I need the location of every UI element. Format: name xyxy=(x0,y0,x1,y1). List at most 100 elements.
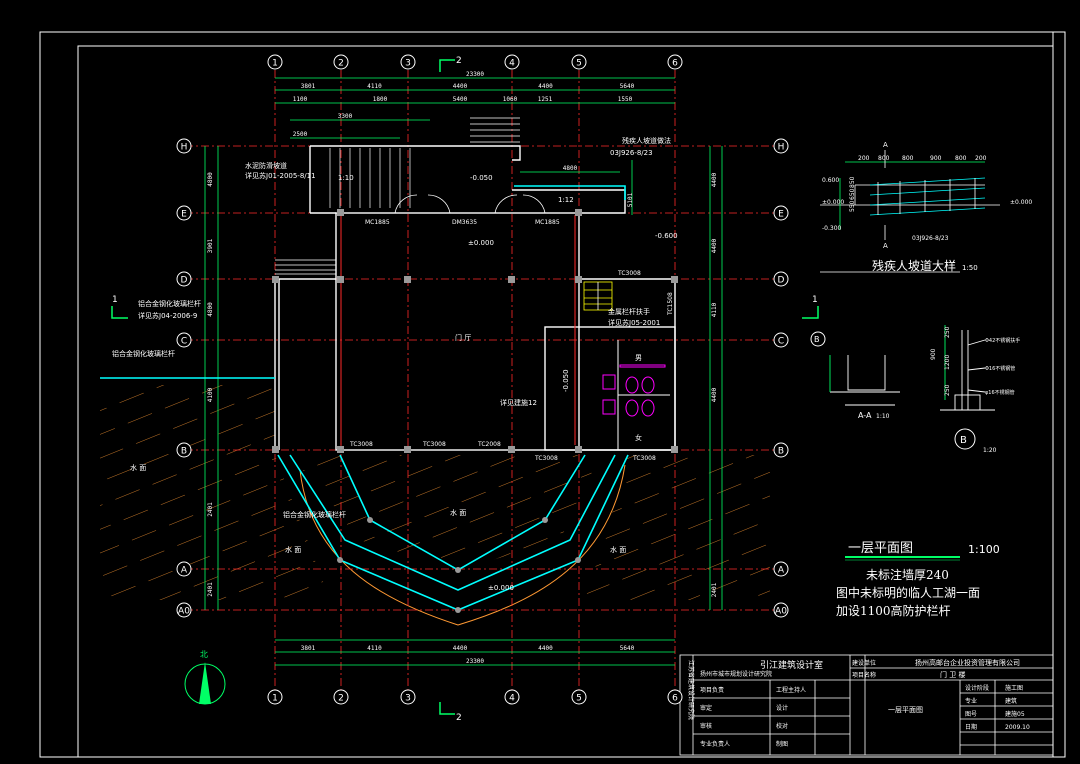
dim-right-2: 4110 xyxy=(711,302,718,317)
elevation-right: -0.600 xyxy=(655,232,678,240)
tb-field-label-3: 图号 xyxy=(965,711,977,718)
axis-bubble-col-3-bottom: 3 xyxy=(400,689,416,705)
plan-title: 一层平面图 xyxy=(848,541,913,556)
door-label-2: DM3635 xyxy=(452,219,477,226)
section-b-total: 900 xyxy=(930,348,937,360)
building-walls xyxy=(274,145,676,451)
axis-bubble-label: E xyxy=(778,210,784,220)
dim-top-1: 4110 xyxy=(367,83,382,90)
section-mark-bottom: 2 xyxy=(456,713,462,723)
axis-bubble-col-6-top: 6 xyxy=(667,54,683,70)
window-label-b4: TC3008 xyxy=(534,455,558,462)
detail-elev-d: ±0.000 xyxy=(1010,199,1032,206)
axis-bubble-label: B xyxy=(181,447,187,457)
window-label-b5: TC3008 xyxy=(632,455,656,462)
tb-field-label-2: 专业 xyxy=(965,697,977,705)
dim-right-3: 4400 xyxy=(711,387,718,402)
section-markers xyxy=(111,59,819,715)
wall-red-lines xyxy=(340,215,576,445)
stair xyxy=(583,281,613,311)
axis-bubble-col-4-bottom: 4 xyxy=(504,689,520,705)
axis-bubble-label: 2 xyxy=(338,694,344,704)
axis-bubble-label: H xyxy=(778,143,785,153)
section-cut-a-top: A xyxy=(883,141,888,149)
ramp-slope-2: 1:12 xyxy=(558,196,574,204)
tb-row-mid-4: 制图 xyxy=(776,740,788,748)
section-mark-top: 2 xyxy=(456,56,462,66)
tb-institute-2: 引江建筑设计室 xyxy=(760,659,823,671)
dim-top-4: 5640 xyxy=(620,83,635,90)
axis-bubble-label: 5 xyxy=(576,59,582,69)
note-stair-ref: 详见苏J01-2005-8/11 xyxy=(245,171,316,180)
dim-overall-bottom: 23300 xyxy=(466,658,484,665)
section-a-scale: 1:10 xyxy=(876,413,890,420)
dim-bottom-2: 4400 xyxy=(453,645,468,652)
axis-bubble-label: H xyxy=(181,143,188,153)
dim-left-1: 3901 xyxy=(207,238,214,253)
dim-top2-2: 5400 xyxy=(453,96,468,103)
note-wc: 详见建施12 xyxy=(500,398,537,407)
wc-fixtures xyxy=(602,340,670,450)
axis-bubble-label: 3 xyxy=(405,59,411,69)
tb-project: 门 卫 楼 xyxy=(940,670,965,679)
door-label-1: MC1885 xyxy=(365,219,390,226)
wc-female: 女 xyxy=(635,433,642,442)
dim-step-1: 2500 xyxy=(293,131,308,138)
dim-bottom-1: 4110 xyxy=(367,645,382,652)
tb-field-value-3: 建施05 xyxy=(1005,710,1025,718)
dim-top2-4: 1251 xyxy=(538,96,553,103)
axis-bubble-label: 4 xyxy=(509,59,515,69)
elevation-upper: -0.050 xyxy=(470,174,493,182)
axis-bubble-label: A xyxy=(181,566,188,576)
window-label-top: TC3008 xyxy=(617,270,641,277)
window-label-b1: TC3008 xyxy=(349,441,373,448)
entrance-steps xyxy=(275,117,520,275)
axis-bubble-label: A0 xyxy=(775,607,787,617)
section-b-dim-1: 250 xyxy=(944,326,951,338)
tb-field-value-4: 2009.10 xyxy=(1005,724,1030,731)
detail-elev-a: 0.600 xyxy=(822,177,839,184)
axis-bubble-label: C xyxy=(778,337,784,347)
axis-bubble-label: E xyxy=(181,210,187,220)
note-stair: 水泥防滑坡道 xyxy=(245,161,287,170)
tb-row-left-3: 审核 xyxy=(700,722,712,730)
hall-label: 门 厅 xyxy=(455,333,471,342)
detail-dim-1: 200 xyxy=(858,155,870,162)
tb-field-value-2: 建筑 xyxy=(1005,697,1017,705)
railing-posts xyxy=(337,517,581,613)
note-rail-2: 铝合金钢化玻璃栏杆 xyxy=(112,349,175,358)
detail-marker-a: B xyxy=(810,331,826,347)
tb-drawing: 一层平面图 xyxy=(888,706,923,714)
dim-right-4: 2401 xyxy=(711,582,718,597)
dim-top2-5: 1550 xyxy=(618,96,633,103)
water-label-center: 水 面 xyxy=(450,508,466,517)
detail-marker-b: B xyxy=(954,428,976,450)
axis-bubble-row-C-left: C xyxy=(176,332,192,348)
tb-row-mid-3: 校对 xyxy=(776,722,788,730)
north-label: 北 xyxy=(200,650,208,659)
section-b-label-3: φ16不锈钢管 xyxy=(985,389,1015,396)
tb-project-label: 项目名称 xyxy=(852,671,876,679)
dim-top2-3: 1060 xyxy=(503,96,518,103)
axis-bubble-row-B-right: B xyxy=(773,442,789,458)
detail-title-scale: 1:50 xyxy=(962,264,978,272)
section-b-dim-2: 1200 xyxy=(944,355,951,370)
plan-scale: 1:100 xyxy=(968,543,1000,556)
door-swings xyxy=(394,194,546,214)
note-line-1: 未标注墙厚240 xyxy=(866,567,949,582)
dim-top-0: 3801 xyxy=(301,83,316,90)
detail-dim-6: 200 xyxy=(975,155,987,162)
axis-bubble-label: 6 xyxy=(672,59,678,69)
tb-row-mid-2: 设计 xyxy=(776,704,788,712)
detail-dim-5: 800 xyxy=(955,155,967,162)
note-line-2: 图中未标明的临人工湖一面 xyxy=(836,585,980,600)
wc-male: 男 xyxy=(635,354,642,362)
note-line-3: 加设1100高防护栏杆 xyxy=(836,603,951,618)
dim-step-0: 3300 xyxy=(338,113,353,120)
axis-bubble-row-D-right: D xyxy=(773,271,789,287)
dim-step-3: 5101 xyxy=(627,192,634,207)
axis-bubble-row-A0-right: A0 xyxy=(773,602,789,618)
tb-row-left-1: 项目负责 xyxy=(700,686,724,694)
